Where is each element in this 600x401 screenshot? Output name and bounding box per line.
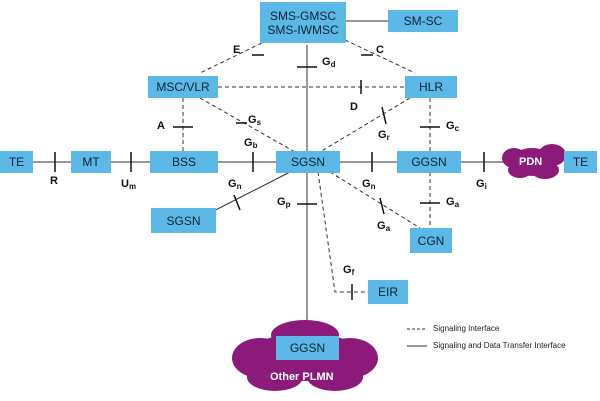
interface-gb-label: Gb xyxy=(244,137,258,150)
msc-vlr-node: MSC/VLR xyxy=(148,76,218,98)
interface-gn-right-label: Gn xyxy=(362,178,376,191)
interface-gd-label: Gd xyxy=(322,56,336,69)
interface-a-label: A xyxy=(157,120,165,132)
interface-gf-label: Gf xyxy=(343,264,355,277)
cgn-node: CGN xyxy=(410,228,452,253)
interface-gn-left-label: Gn xyxy=(228,178,242,191)
interface-ga-sgsn-label: Ga xyxy=(377,220,391,233)
gs-line xyxy=(199,97,296,153)
mt-node: MT xyxy=(71,151,111,173)
te-right-node: TE xyxy=(564,151,597,173)
sms-iwmsc-label: SMS-IWMSC xyxy=(267,22,339,37)
interface-e-label: E xyxy=(233,44,241,56)
gr-line xyxy=(319,97,411,153)
interface-r-label: R xyxy=(50,175,58,187)
c-line xyxy=(344,39,416,74)
interface-d-label: D xyxy=(350,101,358,113)
gf-line xyxy=(317,171,368,293)
hlr-node: HLR xyxy=(405,76,457,98)
interface-gr-label: Gr xyxy=(378,129,390,142)
interface-ga-ggsn-label: Ga xyxy=(446,196,460,209)
pdn-cloud xyxy=(502,144,566,179)
interface-c-label: C xyxy=(376,44,384,56)
e-line xyxy=(199,39,269,74)
sgsn-node: SGSN xyxy=(276,151,340,173)
pdn-label: PDN xyxy=(519,156,543,168)
sm-sc-node: SM-SC xyxy=(388,10,458,32)
sgsn-secondary-node: SGSN xyxy=(151,208,216,233)
legend-signaling-text: Signaling Interface xyxy=(433,324,500,333)
ggsn-other-plmn-node: GGSN xyxy=(276,336,339,360)
te-left-node: TE xyxy=(0,151,33,173)
sms-gmsc-node: SMS-GMSC SMS-IWMSC xyxy=(260,2,346,43)
interface-gs-label: Gs xyxy=(248,114,262,127)
bss-node: BSS xyxy=(150,151,218,173)
interface-gp-label: Gp xyxy=(277,196,291,209)
ggsn-node: GGSN xyxy=(397,151,461,173)
interface-gc-label: Gc xyxy=(446,120,460,133)
sms-gmsc-label: SMS-GMSC xyxy=(270,8,336,23)
eir-node: EIR xyxy=(368,280,408,304)
interface-gi-label: Gi xyxy=(476,178,487,191)
ga-sgsn-line xyxy=(329,171,421,229)
other-plmn-label: Other PLMN xyxy=(270,371,334,383)
legend-signaling-data-text: Signaling and Data Transfer Interface xyxy=(433,341,566,350)
interface-um-label: Um xyxy=(121,178,137,191)
